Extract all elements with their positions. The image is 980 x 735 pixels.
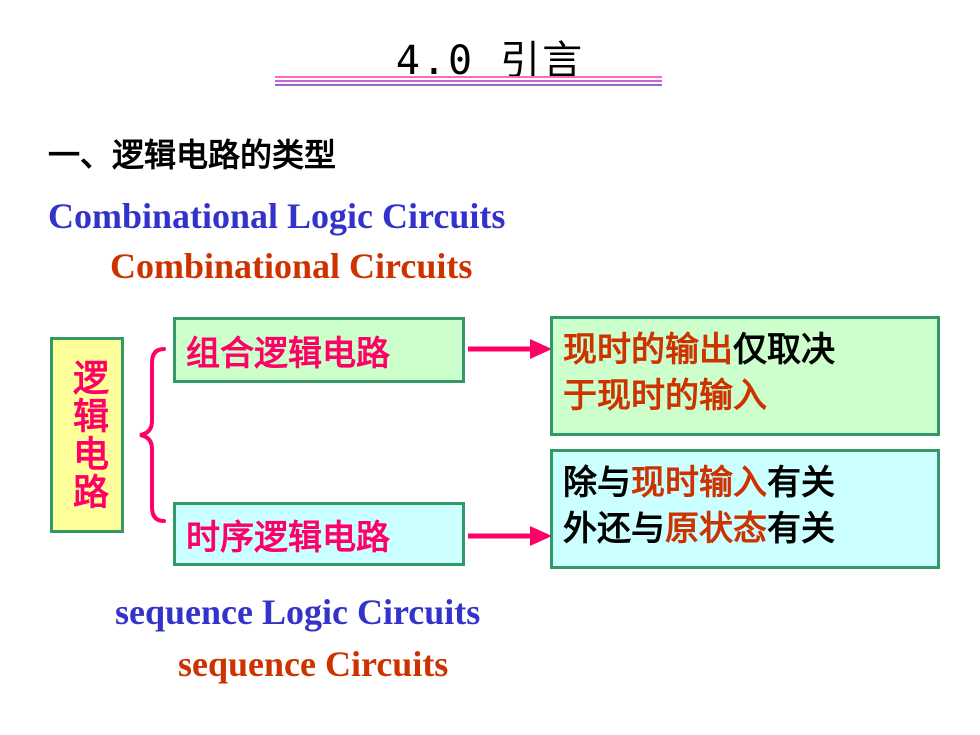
section-heading: 一、逻辑电路的类型 bbox=[48, 136, 337, 174]
desc-segment: 有关 bbox=[767, 509, 835, 549]
sequence-logic-circuits-label: sequence Logic Circuits bbox=[115, 592, 481, 632]
brace-icon bbox=[139, 347, 166, 523]
sequence-circuits-label: sequence Circuits bbox=[178, 644, 449, 684]
arrow-right-icon bbox=[468, 526, 552, 546]
sequential-logic-label: 时序逻辑电路 bbox=[186, 517, 390, 558]
combinational-circuits-label: Combinational Circuits bbox=[110, 246, 473, 286]
arrow-right-icon bbox=[468, 339, 552, 359]
sequential-description-box: 除与现时输入有关外还与原状态有关 bbox=[550, 449, 940, 569]
combinational-logic-circuits-label: Combinational Logic Circuits bbox=[48, 196, 506, 236]
desc-segment: 现时的输入 bbox=[597, 376, 767, 416]
desc-segment: 有关 bbox=[767, 463, 835, 503]
desc-segment: 原状态 bbox=[665, 509, 767, 549]
combinational-logic-label: 组合逻辑电路 bbox=[186, 333, 390, 374]
desc-segment: 现时的输出 bbox=[563, 330, 733, 370]
logic-circuit-label: 逻辑电路 bbox=[67, 359, 108, 511]
title-underline bbox=[275, 76, 662, 86]
sequential-logic-box: 时序逻辑电路 bbox=[173, 502, 465, 566]
logic-circuit-box: 逻辑电路 bbox=[50, 337, 124, 533]
combinational-logic-box: 组合逻辑电路 bbox=[173, 317, 465, 383]
combinational-description-box: 现时的输出仅取决于现时的输入 bbox=[550, 316, 940, 436]
desc-segment: 外还与 bbox=[563, 509, 665, 549]
desc-segment: 除与 bbox=[563, 463, 631, 503]
desc-segment: 于 bbox=[563, 376, 597, 416]
desc-segment: 现时输入 bbox=[631, 463, 767, 503]
desc-segment: 仅取决 bbox=[733, 330, 835, 370]
